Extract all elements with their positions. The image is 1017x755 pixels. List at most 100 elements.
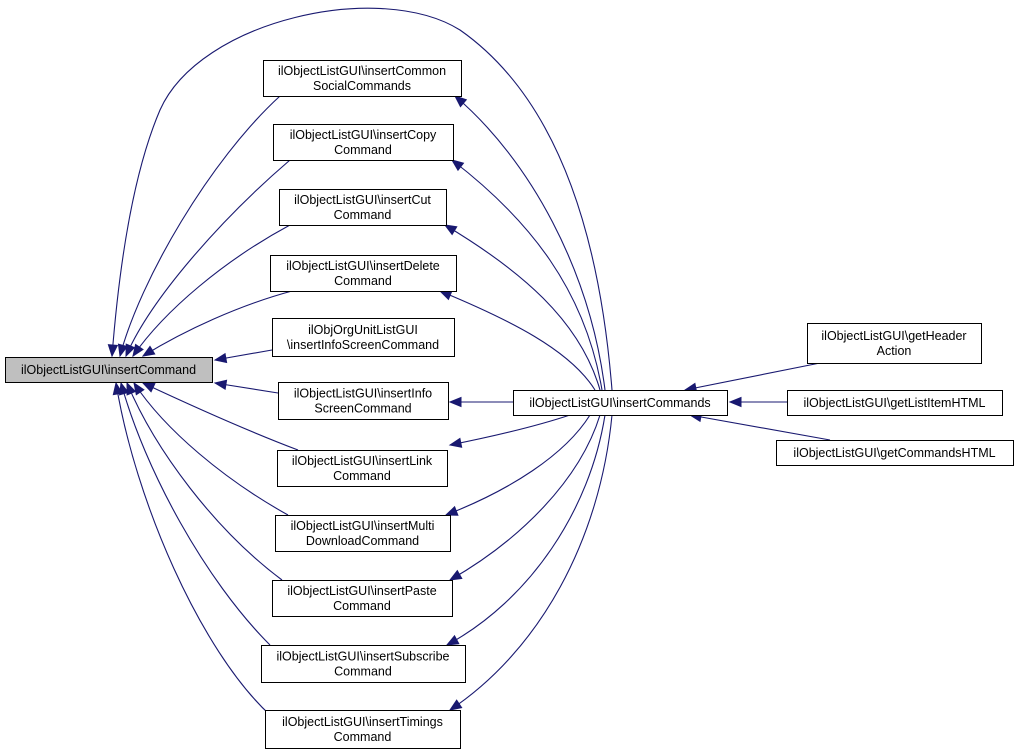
node-getCommandsHTML[interactable]: ilObjectListGUI\getCommandsHTML (776, 440, 1014, 466)
node-box[interactable] (787, 390, 1003, 416)
edge-arrowhead (453, 95, 468, 108)
node-box[interactable] (272, 318, 455, 357)
node-label-line: ilObjectListGUI\insertMulti (291, 519, 435, 533)
node-box[interactable] (275, 515, 451, 552)
node-label-line: ilObjectListGUI\insertCut (294, 193, 431, 207)
edge-insertCommands-to-insertTimingsCommand (448, 414, 613, 711)
node-label-line: Command (334, 143, 392, 157)
node-orgUnitInsertInfoScreenCommand[interactable]: ilObjOrgUnitListGUI\insertInfoScreenComm… (272, 318, 455, 357)
node-label-line: ilObjectListGUI\insertCommands (529, 396, 710, 410)
node-label-line: SocialCommands (313, 79, 411, 93)
node-label-line: ScreenCommand (314, 402, 411, 416)
edge-arrowhead (450, 159, 465, 172)
edge-insertCommands-to-insertDeleteCommand (438, 290, 596, 391)
edge-line (446, 414, 606, 646)
edge-arrowhead (117, 343, 128, 358)
node-label-line: ilObjectListGUI\insertPaste (287, 584, 436, 598)
edge-insertCommands-to-insertCutCommand (443, 224, 601, 391)
edge-insertCommonSocialCommands-to-insertCommand (117, 95, 281, 358)
node-box[interactable] (270, 255, 457, 292)
edge-arrowhead (125, 343, 136, 358)
edge-line (119, 95, 281, 357)
node-box[interactable] (261, 645, 466, 683)
node-getListItemHTML[interactable]: ilObjectListGUI\getListItemHTML (787, 390, 1003, 416)
node-label-line: Command (334, 208, 392, 222)
edge-line (120, 382, 271, 646)
edge-insertMultiDownloadCommand-to-insertCommand (133, 381, 289, 516)
edge-line (454, 95, 606, 391)
edge-insertCutCommand-to-insertCommand (132, 224, 291, 358)
edge-insertTimingsCommand-to-insertCommand (112, 381, 271, 716)
node-label-line: ilObjOrgUnitListGUI (308, 323, 418, 337)
node-label-line: ilObjectListGUI\insertCommand (21, 363, 196, 377)
node-label-line: ilObjectListGUI\getHeader (821, 329, 966, 343)
node-box[interactable] (807, 323, 982, 364)
edge-insertLinkCommand-to-insertCommand (141, 382, 299, 451)
node-insertInfoScreenCommand[interactable]: ilObjectListGUI\insertInfoScreenCommand (278, 382, 449, 420)
edge-line (126, 382, 283, 581)
node-label-line: ilObjectListGUI\insertDelete (286, 259, 440, 273)
edge-arrowhead (448, 699, 463, 711)
edge-insertCommands-to-insertPasteCommand (448, 414, 601, 581)
edge-arrowhead (213, 352, 228, 364)
node-box[interactable] (277, 450, 448, 487)
node-label-line: Command (334, 730, 392, 744)
node-label-line: Action (877, 344, 912, 358)
edge-line (449, 414, 601, 581)
edge-line (125, 159, 291, 357)
edge-insertCommands-to-insertMultiDownloadCommand (444, 414, 591, 516)
edge-line (115, 382, 271, 716)
node-label-line: Command (333, 599, 391, 613)
edge-line (111, 7, 613, 391)
node-label-line: \insertInfoScreenCommand (287, 338, 439, 352)
node-box[interactable] (5, 357, 213, 383)
edge-arrowhead (445, 634, 460, 646)
node-label-line: ilObjectListGUI\insertCommon (278, 64, 446, 78)
nodes-layer: ilObjectListGUI\insertCommand ilObjectLis… (5, 60, 1014, 749)
node-box[interactable] (273, 124, 454, 161)
edge-arrowhead (107, 344, 119, 358)
node-insertCommonSocialCommands[interactable]: ilObjectListGUI\insertCommonSocialComman… (263, 60, 462, 97)
edge-insertCommands-to-insertCommonSocialCommands (453, 95, 606, 391)
node-insertMultiDownloadCommand[interactable]: ilObjectListGUI\insertMultiDownloadComma… (275, 515, 451, 552)
node-insertCommands[interactable]: ilObjectListGUI\insertCommands (513, 390, 728, 416)
edge-arrowhead (448, 437, 463, 448)
edge-line (689, 414, 831, 441)
node-box[interactable] (265, 710, 461, 749)
edge-arrowhead (444, 505, 459, 516)
node-box[interactable] (272, 580, 453, 617)
edge-line (133, 382, 289, 516)
node-label-line: ilObjectListGUI\insertInfo (294, 387, 432, 401)
node-label-line: ilObjectListGUI\insertSubscribe (277, 650, 450, 664)
edge-insertCopyCommand-to-insertCommand (125, 159, 291, 358)
edge-arrowhead (132, 343, 144, 358)
node-box[interactable] (278, 382, 449, 420)
edge-line (444, 224, 601, 391)
edge-insertDeleteCommand-to-insertCommand (141, 290, 293, 357)
node-label-line: ilObjectListGUI\insertTimings (282, 715, 443, 729)
edge-getHeaderAction-to-insertCommands (683, 362, 821, 393)
node-label-line: ilObjectListGUI\getCommandsHTML (793, 446, 995, 460)
node-box[interactable] (263, 60, 462, 97)
node-box[interactable] (279, 189, 447, 226)
node-box[interactable] (513, 390, 728, 416)
node-box[interactable] (776, 440, 1014, 466)
edge-arrowhead (141, 382, 156, 393)
edge-line (684, 362, 821, 391)
edge-line (142, 290, 293, 357)
edges-layer (107, 7, 831, 716)
node-label-line: ilObjectListGUI\getListItemHTML (804, 396, 986, 410)
edge-line (142, 382, 299, 451)
edge-arrowhead (133, 381, 145, 396)
edge-line (449, 414, 613, 711)
node-insertCommand[interactable]: ilObjectListGUI\insertCommand (5, 357, 213, 383)
edge-line (439, 290, 596, 391)
